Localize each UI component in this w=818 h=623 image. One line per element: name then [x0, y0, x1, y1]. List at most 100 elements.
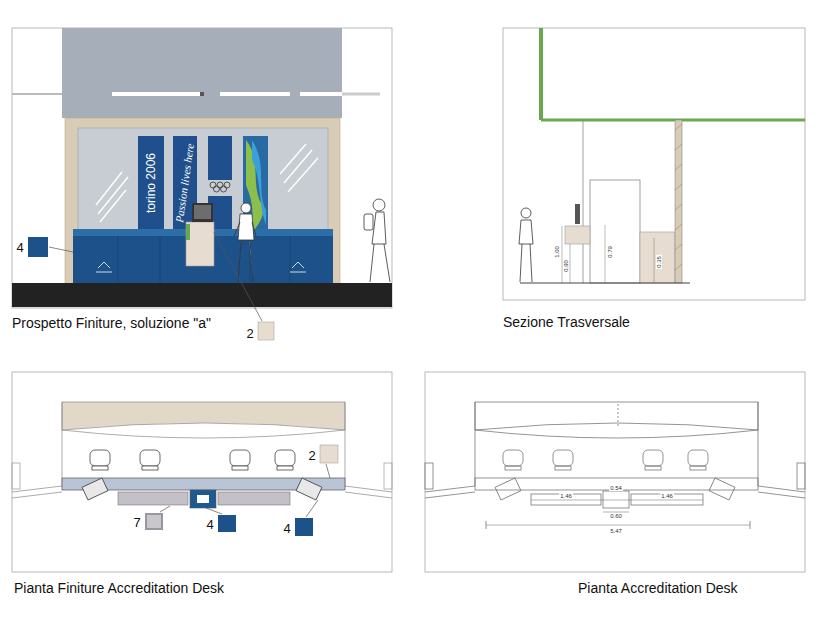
finish-plan-view-part	[147, 515, 161, 528]
elevation-view-part-part	[280, 144, 306, 174]
finish-plan-view-part	[296, 478, 322, 500]
elevation-view-part-part	[234, 222, 256, 236]
section-view-part	[675, 124, 682, 270]
elevation-view-part	[234, 199, 390, 282]
elevation-view-part-part	[96, 272, 112, 273]
section-view-part-part	[521, 208, 531, 218]
elevation-view	[12, 28, 392, 340]
section-view-part-part	[605, 225, 606, 283]
elevation-view-part-part	[292, 262, 304, 268]
callout-number: 4	[283, 522, 290, 535]
elevation-view-part-part	[290, 272, 306, 273]
dimension-plan-view-part	[631, 494, 703, 505]
view-frame-part	[12, 28, 392, 308]
section-view-part	[541, 119, 805, 122]
view-caption: Prospetto Finiture, soluzione "a"	[10, 315, 213, 332]
section-view-part-part	[675, 184, 682, 190]
elevation-view-part-part	[238, 214, 253, 282]
elevation-view-part	[12, 93, 62, 95]
callout-number: 2	[308, 449, 315, 462]
finish-plan-view-part-part	[275, 450, 295, 466]
callout-number: 2	[246, 327, 253, 340]
section-view	[519, 28, 805, 283]
view-panel: Prospetto Finiture, soluzione "a"	[12, 28, 392, 308]
elevation-view-part	[220, 92, 290, 96]
section-view-part	[539, 28, 543, 120]
section-view-part-part	[675, 124, 682, 130]
elevation-view-part-part	[241, 203, 251, 213]
elevation-view-part	[214, 232, 262, 321]
finish-plan-view-part-part	[140, 450, 160, 466]
finish-plan-view-part-part	[326, 464, 330, 478]
elevation-view-part-part	[221, 186, 227, 192]
finish-plan-view-part	[384, 463, 392, 489]
section-view-part	[590, 180, 640, 283]
dimension-text: 1.00	[554, 245, 560, 259]
dimension-plan-view-part	[758, 402, 759, 486]
finish-plan-view-part	[190, 490, 216, 508]
elevation-view-part-part	[98, 177, 128, 214]
dimension-plan-view-part	[475, 402, 476, 486]
elevation-view-part	[138, 136, 164, 230]
elevation-view-part-part	[372, 212, 386, 244]
elevation-view-part	[210, 182, 230, 192]
view-caption: Pianta Finiture Accreditation Desk	[12, 580, 226, 597]
view-caption: Pianta Accreditation Desk	[576, 580, 740, 597]
callout-number: 7	[133, 516, 140, 529]
finish-plan-view-part	[82, 478, 108, 500]
dimension-plan-view-part	[618, 404, 619, 428]
dimension-plan-view-part	[425, 486, 805, 498]
finish-plan-view-part	[320, 445, 338, 463]
finish-plan-view-part-part	[277, 466, 293, 470]
finish-plan-view-part	[145, 513, 163, 530]
dimension-plan-view-part	[505, 466, 521, 470]
finish-plan-view-part-part	[206, 508, 222, 514]
dimension-plan-view-part	[531, 494, 601, 505]
dimension-text: 0.79	[607, 245, 613, 259]
elevation-view-part	[300, 92, 342, 96]
finish-plan-view-part	[62, 402, 63, 486]
elevation-view-part-part	[214, 186, 220, 192]
callout-number: 4	[206, 518, 213, 531]
finish-plan-view-part-part	[92, 466, 108, 470]
elevation-view-part-part	[290, 236, 291, 283]
dimension-plan-view-part	[486, 521, 487, 529]
section-view-part-part	[675, 204, 682, 210]
finish-plan-view-part	[62, 402, 345, 430]
section-view-part	[583, 120, 584, 283]
section-view-part-part	[675, 144, 682, 150]
elevation-view-part	[258, 322, 274, 340]
view-panel: Pianta Accreditation Desk	[425, 372, 805, 572]
view-panel: Sezione Trasversale	[503, 28, 805, 300]
dimension-plan-view	[425, 402, 805, 529]
banner-text: torino 2006	[145, 153, 157, 213]
callout-number: 4	[16, 241, 23, 254]
view-panel: Pianta Finiture Accreditation Desk	[12, 372, 392, 572]
view-frame-part	[503, 28, 805, 300]
section-view-part-part	[570, 244, 571, 283]
elevation-view-part-part	[100, 190, 126, 222]
dimension-plan-view-part	[475, 430, 758, 438]
dimension-plan-view-part	[709, 478, 735, 500]
view-frame	[12, 28, 805, 572]
elevation-view-part-part	[288, 158, 318, 192]
section-view-part-part	[562, 226, 563, 283]
elevation-view-part-part	[118, 236, 119, 283]
elevation-view-part	[186, 222, 214, 266]
finish-plan-view-part	[62, 430, 345, 438]
section-view-part	[675, 120, 682, 283]
dimension-plan-view-part	[690, 466, 706, 470]
elevation-view-part-part	[217, 182, 223, 188]
elevation-view-part-part	[160, 236, 161, 283]
dimension-plan-view-part	[503, 450, 523, 466]
finish-plan-view-part-part	[230, 450, 250, 466]
section-view-part	[562, 225, 654, 283]
section-view-part-part	[675, 164, 682, 170]
section-view-part	[519, 208, 533, 282]
section-view-part	[640, 232, 675, 283]
dimension-plan-view-part	[750, 521, 751, 529]
elevation-view-part	[49, 247, 73, 252]
dimension-plan-view-part	[553, 450, 573, 466]
section-view-part-part	[654, 238, 655, 283]
elevation-view-part-part	[370, 244, 390, 282]
